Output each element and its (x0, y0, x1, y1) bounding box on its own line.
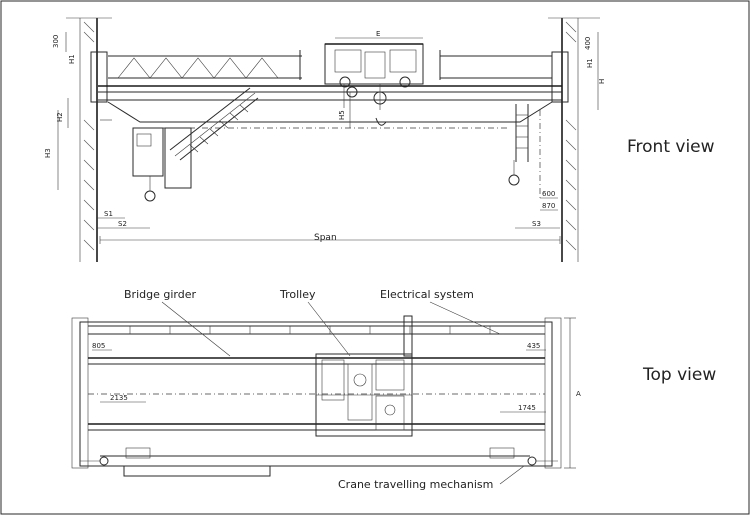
left-end-truck-top (71, 317, 89, 469)
dim-s1: S1 (104, 210, 113, 218)
dim-600: 600 (542, 190, 555, 198)
operator-cab (132, 87, 259, 202)
label-electrical-system: Electrical system (380, 288, 474, 301)
left-end-truck (90, 51, 108, 103)
dim-h5: H5 (338, 110, 346, 120)
front-dimensions: Span S1 S2 S3 600 870 E H3 H2 300 H1 400… (44, 30, 606, 244)
dim-s2: S2 (118, 220, 127, 228)
aux-hook-right (508, 174, 520, 186)
front-view: Span S1 S2 S3 600 870 E H3 H2 300 H1 400… (44, 17, 715, 262)
travelling-mechanism (80, 447, 558, 477)
label-travelling-mechanism: Crane travelling mechanism (338, 478, 493, 491)
walkway-top (88, 325, 545, 335)
top-view-title: Top view (642, 365, 716, 385)
dim-400: 400 (584, 37, 592, 50)
dim-a: A (576, 390, 581, 398)
dim-2135: 2135 (110, 394, 128, 402)
callouts: Bridge girder Trolley Electrical system … (124, 288, 525, 491)
dim-s3: S3 (532, 220, 541, 228)
main-hook (375, 117, 387, 126)
dim-h: H (598, 79, 606, 84)
dim-870: 870 (542, 202, 555, 210)
dim-h2: H2 (56, 112, 64, 122)
right-wall (548, 17, 600, 262)
dim-h1-right: H1 (586, 58, 594, 68)
walkway-railing (108, 50, 552, 80)
front-view-title: Front view (627, 137, 715, 157)
right-end-truck-top (544, 317, 562, 469)
dim-435: 435 (527, 342, 540, 350)
dim-300: 300 (52, 35, 60, 48)
bridge-frame-top (79, 321, 553, 467)
electrical-cabinet (403, 315, 413, 357)
dim-805: 805 (92, 342, 105, 350)
dim-h1-left: H1 (68, 54, 76, 64)
dim-1745: 1745 (518, 404, 536, 412)
dim-e: E (376, 30, 380, 38)
right-end-truck (551, 51, 569, 103)
top-view: 805 435 2135 1745 A Bridge girder Trolle… (71, 288, 716, 491)
label-bridge-girder: Bridge girder (124, 288, 196, 301)
bridge-girder-front (98, 85, 562, 129)
left-wall (66, 17, 112, 262)
dim-h3: H3 (44, 148, 52, 158)
trolley-front (324, 43, 424, 126)
label-trolley: Trolley (279, 288, 316, 301)
aux-hook-left (144, 190, 156, 202)
trolley-top (315, 353, 413, 437)
top-dimensions: 805 435 2135 1745 A (92, 317, 581, 469)
right-ladder (508, 104, 541, 200)
dim-span: Span (314, 233, 337, 243)
